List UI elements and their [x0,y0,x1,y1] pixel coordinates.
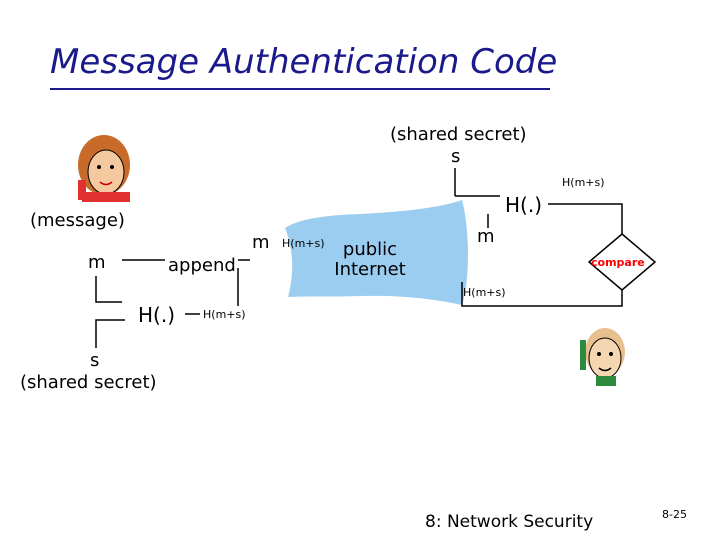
sender-hash: H(.) [138,303,176,327]
slide-title: Message Authentication Code [50,42,558,82]
m-to-hash-line [95,276,122,303]
compare-label: compare [591,256,645,269]
bob-cartoon-icon [580,328,625,386]
sender-m: m [88,252,106,273]
append-label: append [168,255,236,276]
rx-tag-to-compare-line [461,282,623,307]
alice-cartoon-icon [78,135,130,202]
secret-to-hash-line [95,319,125,348]
rx-hash-to-compare-line [548,203,623,234]
message-label: (message) [30,210,125,231]
receiver-hash-out: H(m+s) [562,176,605,189]
receiver-s: s [451,146,461,167]
sender-s: s [90,350,100,371]
receiver-received-hash: H(m+s) [463,286,506,299]
internet-word: Internet [334,259,406,280]
compare-diamond [587,233,657,291]
internet-cloud [285,200,468,305]
public-word: public [342,239,398,260]
course-footer: 8: Network Security [425,512,594,532]
receiver-secret-label: (shared secret) [390,124,527,145]
receiver-hash: H(.) [505,193,543,217]
channel-hash-tag: H(m+s) [282,237,325,250]
receiver-m: m [477,226,495,247]
sender-secret-label: (shared secret) [20,372,157,393]
sender-hash-out: H(m+s) [203,308,246,321]
title-underline [50,88,550,90]
page-number: 8-25 [662,508,687,521]
public-internet-label: public Internet [334,240,405,280]
channel-m: m [252,232,270,253]
